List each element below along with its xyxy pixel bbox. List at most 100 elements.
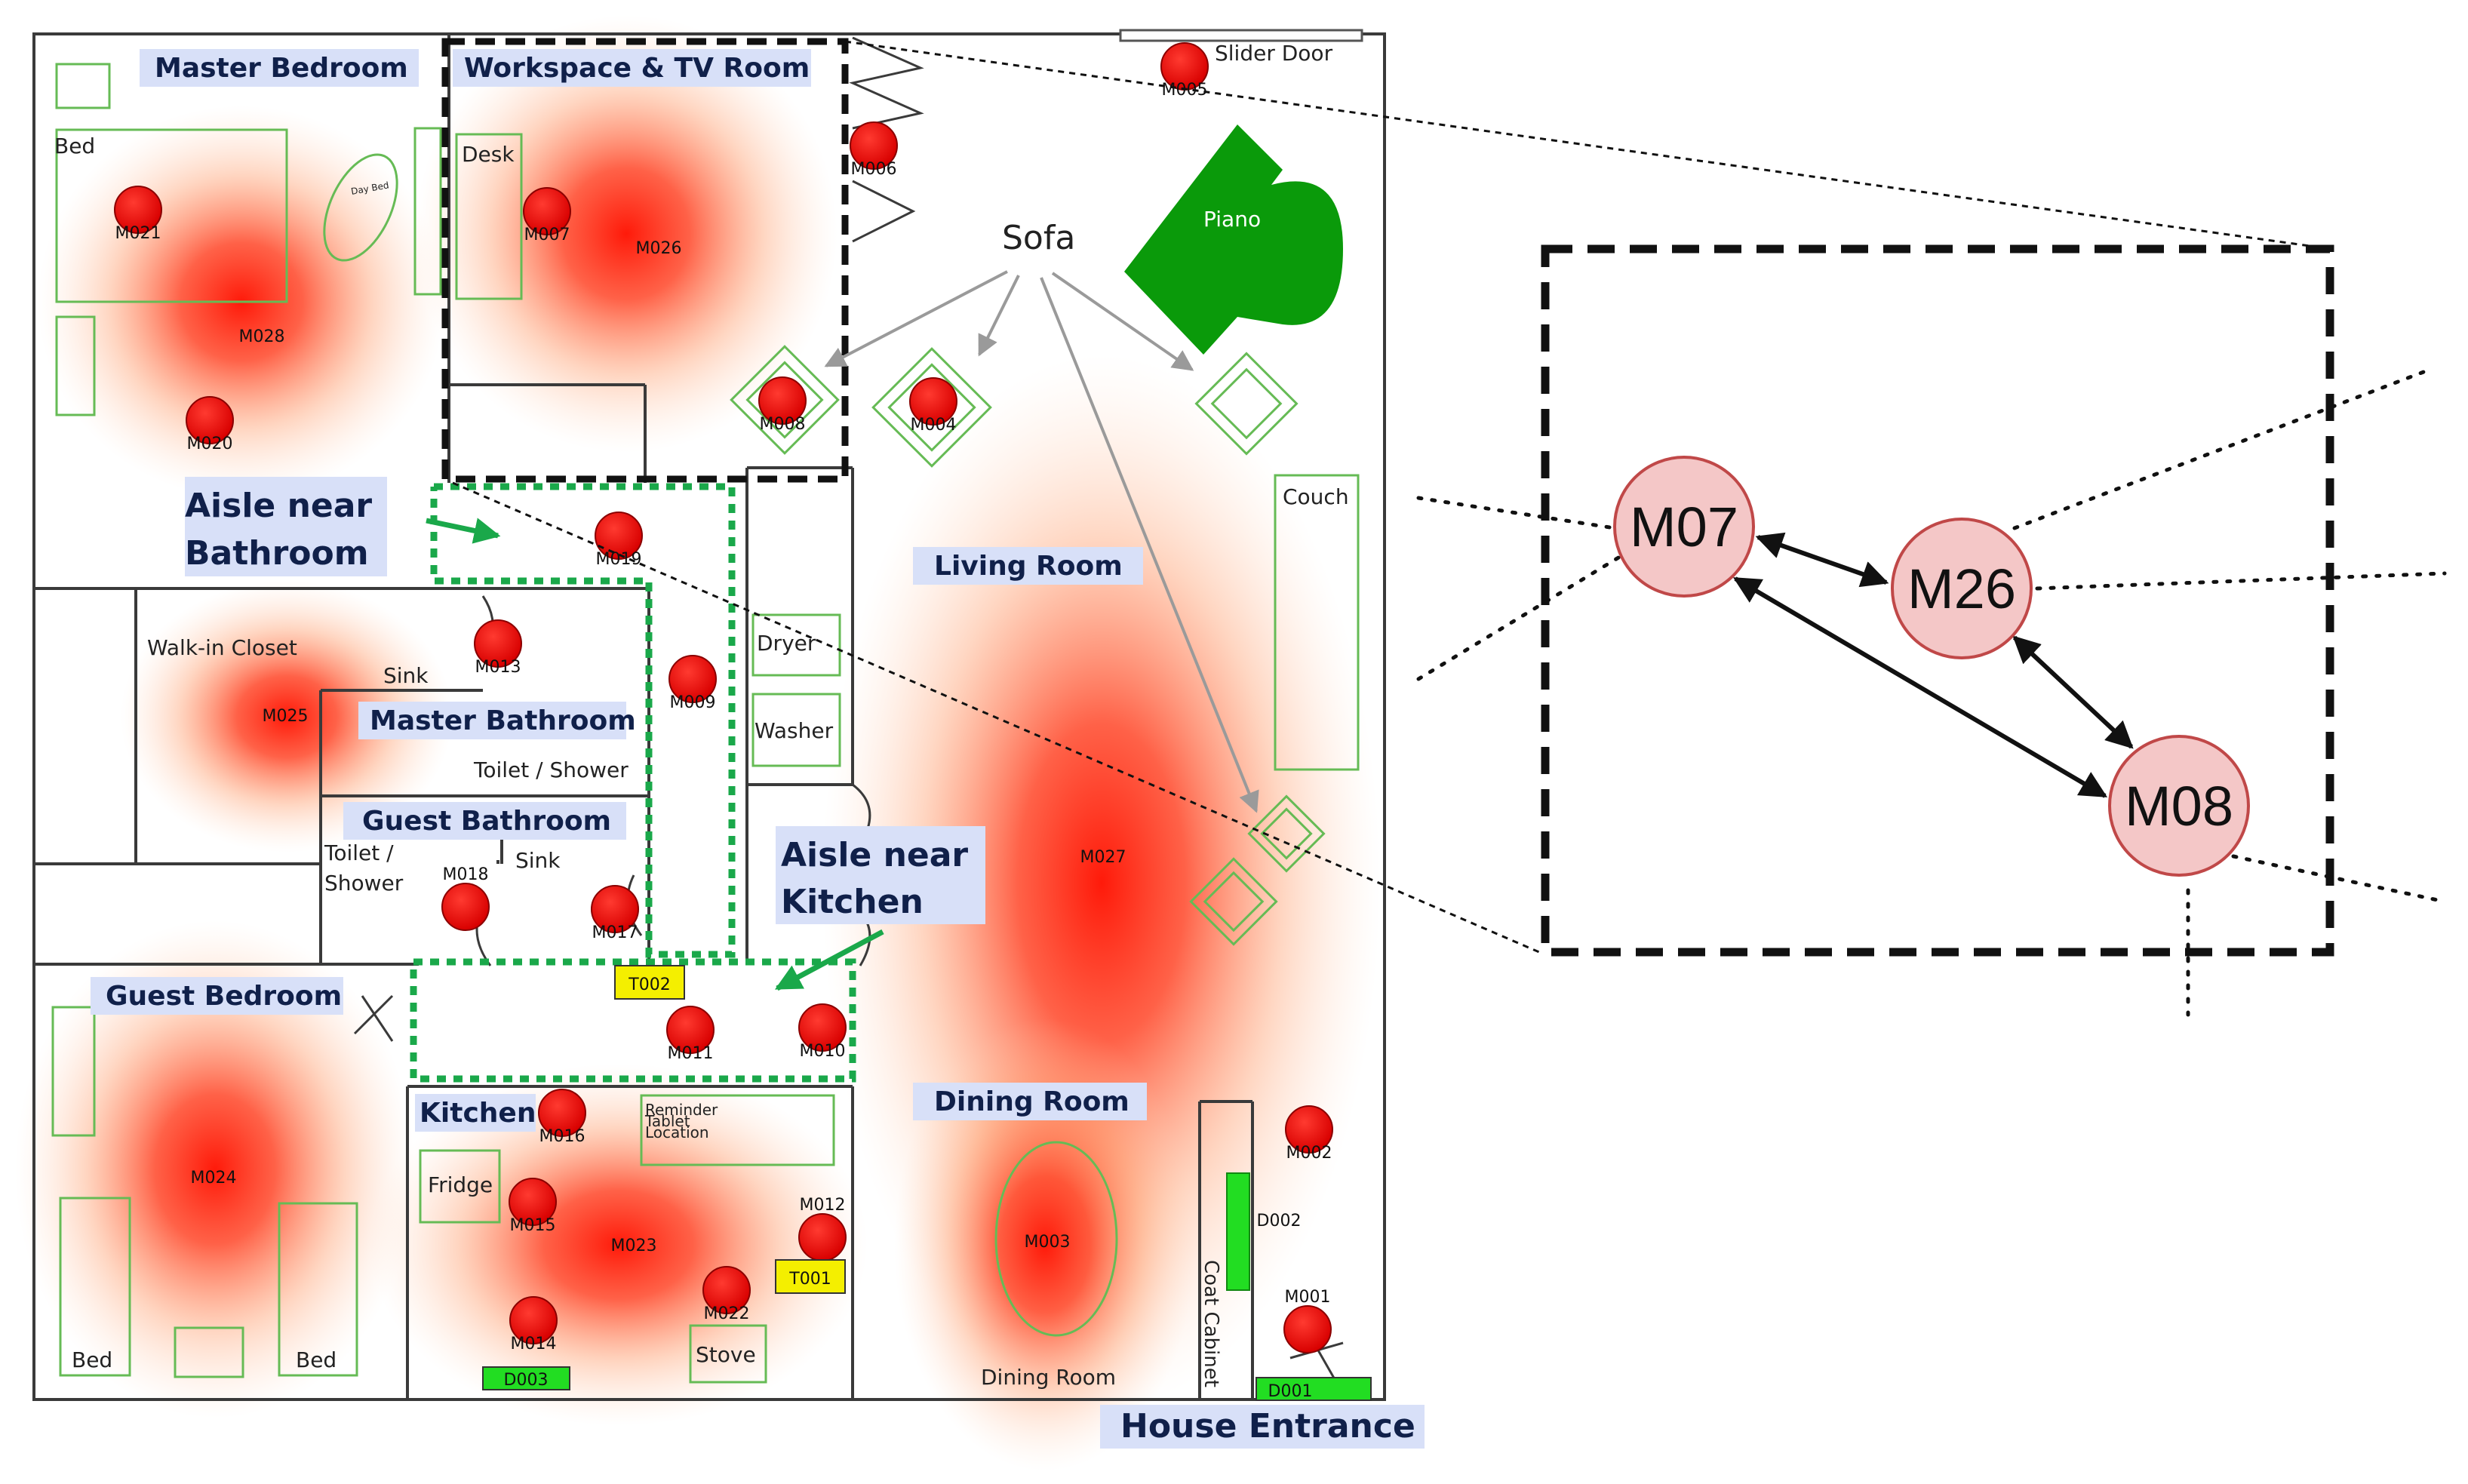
sensor-label-m026: M026 <box>636 239 682 258</box>
label-bed-guest-left: Bed <box>72 1347 112 1372</box>
label-piano: Piano <box>1203 207 1261 232</box>
label-couch: Couch <box>1283 484 1349 509</box>
aisle-kitchen-label-line2: Kitchen <box>781 883 924 921</box>
node-m07-label: M07 <box>1630 496 1738 558</box>
node-m08 <box>2108 735 2250 877</box>
workspace-highlight-outline <box>441 38 849 483</box>
tag-d002-label: D002 <box>1257 1212 1302 1231</box>
label-coat-cabinet: Coat Cabinet <box>1200 1260 1222 1387</box>
sensor-label-m013: M013 <box>475 658 521 677</box>
tag-t001 <box>775 1259 846 1294</box>
label-washer: Washer <box>755 718 834 743</box>
sensor-label-m006: M006 <box>851 160 897 179</box>
sensor-label-m023: M023 <box>611 1237 657 1255</box>
label-stove: Stove <box>696 1342 756 1367</box>
sensor-label-m002: M002 <box>1286 1144 1332 1163</box>
sensor-label-m025: M025 <box>263 707 309 726</box>
furniture-labels: Bed Desk Day Bed Sofa Piano Slider Door … <box>54 41 1349 1390</box>
room-guest-bathroom: Guest Bathroom <box>362 806 611 837</box>
sensor-label-m017: M017 <box>592 923 638 942</box>
edge-m07-m08 <box>1732 576 2108 798</box>
node-m08-label: M08 <box>2125 775 2233 837</box>
edge-m07-m26 <box>1755 532 1889 588</box>
aisle-bathroom-label-line1: Aisle near <box>185 487 372 525</box>
tag-d003 <box>482 1366 570 1390</box>
sensor-label-m005: M005 <box>1162 81 1208 100</box>
room-house-entrance: House Entrance <box>1120 1407 1415 1446</box>
zoom-graph-edges <box>1732 532 2134 798</box>
node-m26-label: M26 <box>1907 558 2016 620</box>
sensor-label-m012: M012 <box>800 1196 846 1215</box>
label-reminder-1: Reminder <box>645 1101 718 1119</box>
sensor-m012 <box>798 1213 847 1261</box>
guest-bed-right <box>278 1202 358 1377</box>
label-toilet-guest: Toilet / <box>324 840 394 865</box>
label-sink-master: Sink <box>383 663 429 688</box>
heat-m023 <box>370 1064 868 1426</box>
aisle-kitchen-arrow <box>774 929 884 991</box>
room-guest-bedroom: Guest Bedroom <box>106 981 342 1012</box>
furniture-layer <box>51 63 1360 1384</box>
room-workspace-tv: Workspace & TV Room <box>464 53 810 84</box>
sensor-m007 <box>523 187 571 235</box>
dryer <box>751 613 841 677</box>
label-shower-guest: Shower <box>324 871 404 896</box>
sensor-m020 <box>186 396 234 444</box>
sensor-label-m027: M027 <box>1080 848 1126 867</box>
sensor-label-m014: M014 <box>511 1335 557 1353</box>
sensor-m004 <box>909 377 957 426</box>
fridge <box>419 1149 501 1224</box>
label-fridge: Fridge <box>428 1172 493 1197</box>
sensor-label-m024: M024 <box>191 1169 237 1188</box>
node-m26 <box>1891 518 2033 659</box>
day-bed <box>323 153 398 262</box>
label-reminder-3: Location <box>645 1123 709 1141</box>
room-labels: Master Bedroom Workspace & TV Room Livin… <box>91 49 1425 1449</box>
sensor-m008 <box>758 376 807 425</box>
sensor-m021 <box>114 186 162 234</box>
label-slider-door: Slider Door <box>1215 41 1333 66</box>
node-m07 <box>1613 456 1755 598</box>
guest-bed-left <box>59 1197 131 1377</box>
room-kitchen: Kitchen <box>420 1098 536 1129</box>
reminder-tablet-location <box>640 1094 835 1166</box>
heatmap-layer <box>15 15 1381 1471</box>
sensor-label-m008: M008 <box>760 415 806 434</box>
tag-t002-label: T002 <box>628 976 670 994</box>
sensor-label-m001: M001 <box>1285 1288 1331 1307</box>
sensor-label-m022: M022 <box>704 1304 750 1323</box>
motion-sensors: M001M002M003M004M005M006M007M008M009M010… <box>114 42 1333 1353</box>
coat-cabinet-bar <box>1226 1172 1250 1291</box>
sensor-m019 <box>595 512 643 560</box>
edge-m26-m08 <box>2012 635 2134 749</box>
heat-m025 <box>121 581 453 853</box>
aisle-outlines <box>410 483 856 1083</box>
sensor-label-m016: M016 <box>539 1127 585 1146</box>
label-dryer: Dryer <box>757 631 816 656</box>
label-bed-guest-right: Bed <box>296 1347 337 1372</box>
label-walk-in-closet: Walk-in Closet <box>147 635 297 660</box>
sensor-label-m009: M009 <box>670 693 716 712</box>
sensor-m017 <box>591 885 639 933</box>
sensor-m022 <box>702 1266 751 1314</box>
sensor-label-m021: M021 <box>115 224 161 243</box>
sensor-label-m007: M007 <box>524 226 570 244</box>
aisle-bathroom-label-line2: Bathroom <box>185 534 369 573</box>
zoom-graph-nodes: M07 M26 M08 <box>1613 456 2250 877</box>
sensor-m015 <box>509 1178 557 1226</box>
sensor-m011 <box>666 1006 715 1054</box>
room-dining-room: Dining Room <box>934 1086 1130 1117</box>
sensor-m018 <box>441 883 490 931</box>
sensor-label-m020: M020 <box>187 435 233 453</box>
label-sofa: Sofa <box>1002 219 1075 257</box>
aisle-kitchen-label-line1: Aisle near <box>781 836 968 874</box>
sensor-m013 <box>474 619 522 668</box>
label-bed-master: Bed <box>54 134 95 158</box>
heat-m026 <box>415 15 838 453</box>
zoom-projection-lines <box>452 40 2332 954</box>
sensor-label-m004: M004 <box>911 416 957 435</box>
tag-d001-label: D001 <box>1268 1382 1313 1401</box>
sensor-m014 <box>509 1296 558 1344</box>
sensor-m001 <box>1283 1305 1332 1353</box>
room-master-bathroom: Master Bathroom <box>370 705 636 736</box>
